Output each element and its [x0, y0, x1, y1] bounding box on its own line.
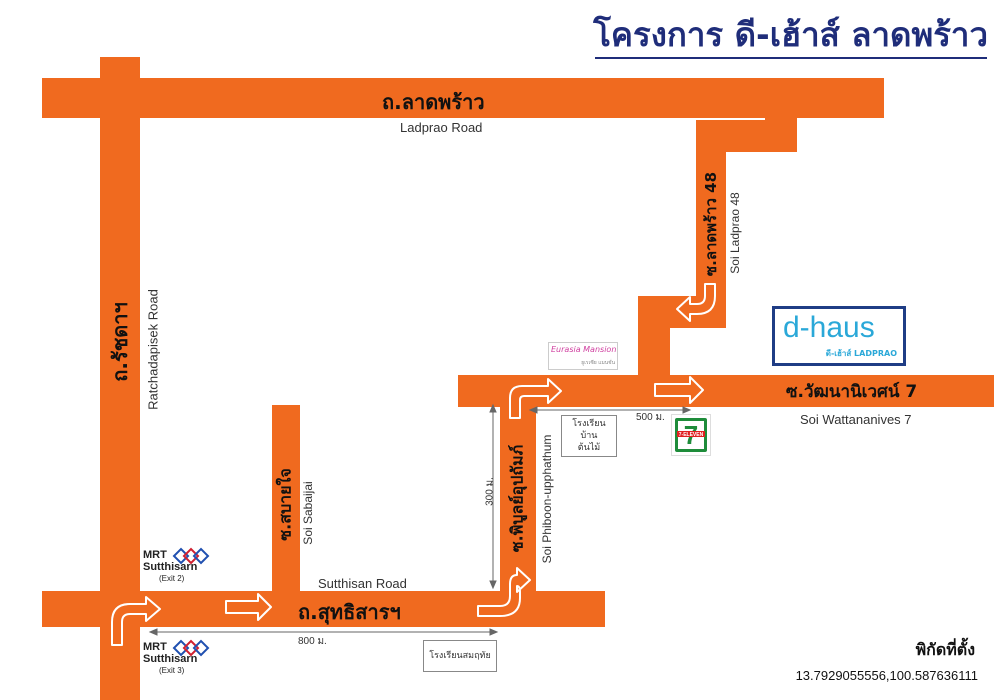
road-ladprao48-drop — [638, 296, 670, 381]
mrt-line-label: MRT — [143, 641, 167, 653]
ratchada-road-label-th: ถ.รัชดาฯ — [108, 302, 132, 382]
page-title: โครงการ ดี-เฮ้าส์ ลาดพร้าว — [593, 15, 988, 54]
sutthisan-road-label-th: ถ.สุทธิสารฯ — [298, 600, 401, 624]
ladprao-road-label-en: Ladprao Road — [400, 120, 483, 135]
mrt-line-label: MRT — [143, 549, 167, 561]
phiboon-label-en: Soi Phiboon-upphathum — [540, 434, 554, 564]
ladprao-road-label-th: ถ.ลาดพร้าว — [382, 90, 485, 114]
arrow-ladprao48-down-icon — [676, 283, 716, 322]
coordinates-value: 13.7929055556,100.587636111 — [795, 668, 978, 683]
arrow-right-sutthisan-1-icon — [225, 593, 272, 621]
dhaus-logo-sub: ดี-เฮ้าส์ LADPRAO — [825, 349, 897, 358]
arrow-right-wattananives-icon — [654, 376, 704, 404]
road-sabaijai — [272, 405, 300, 597]
road-ladprao — [42, 78, 884, 118]
sabaijai-label-en: Soi Sabaijai — [301, 481, 315, 545]
eurasia-mansion-logo: Eurasia Mansion ยูเรเซีย แมนชั่น — [548, 342, 618, 370]
mrt-exit-3-label: MRT Sutthisarn (Exit 3) — [143, 641, 197, 677]
dhaus-logo-text: d-haus — [783, 311, 875, 344]
mrt-exit-2-label: MRT Sutthisarn (Exit 2) — [143, 549, 197, 585]
ladprao48-label-en: Soi Ladprao 48 — [728, 192, 742, 274]
eurasia-mansion-sub: ยูเรเซีย แมนชั่น — [581, 360, 615, 366]
eurasia-mansion-name: Eurasia Mansion — [551, 345, 617, 354]
phiboon-label-th: ซ.พิบูลย์อุปถัมภ์ — [507, 444, 527, 553]
ratchada-road-label-en: Ratchadapisek Road — [145, 289, 161, 410]
mrt-logo-bottom-icon — [172, 639, 210, 657]
distance-800m: 800 ม. — [298, 636, 327, 647]
arrow-up-phiboon-top-icon — [509, 378, 562, 419]
school-baan-tonmai: โรงเรียนบ้าน ต้นไม้ — [561, 415, 617, 457]
distance-lines — [148, 403, 692, 636]
wattananives-label-en: Soi Wattananives 7 — [800, 412, 912, 427]
sabaijai-label-th: ซ.สบายใจ — [275, 468, 295, 541]
mrt-station-name: Sutthisarn — [143, 561, 198, 573]
distance-300m: 300 ม. — [484, 477, 496, 506]
route-arrows — [111, 283, 716, 646]
title-underline — [595, 57, 987, 59]
mrt-exit-label: (Exit 2) — [159, 574, 185, 583]
school-somruthai: โรงเรียนสมฤทัย — [423, 640, 497, 672]
coordinates-label: พิกัดที่ตั้ง — [915, 640, 975, 659]
sutthisan-road-label-en: Sutthisan Road — [318, 576, 407, 591]
seven-eleven-text: 7-ELEVEN — [679, 432, 704, 438]
ladprao48-label-th: ซ.ลาดพร้าว 48 — [702, 171, 720, 277]
mrt-logo-top-icon — [172, 547, 210, 565]
arrow-mrt-bend-icon — [111, 596, 161, 646]
seven-eleven-icon: 7 7-ELEVEN — [671, 414, 711, 456]
dhaus-logo: d-haus ดี-เฮ้าส์ LADPRAO — [772, 306, 906, 366]
mrt-exit-label: (Exit 3) — [159, 666, 185, 675]
arrow-up-to-phiboon-icon — [477, 567, 531, 617]
wattananives-label-th: ซ.วัฒนานิเวศน์ 7 — [786, 382, 918, 402]
distance-500m: 500 ม. — [636, 412, 665, 423]
mrt-station-name: Sutthisarn — [143, 653, 198, 665]
